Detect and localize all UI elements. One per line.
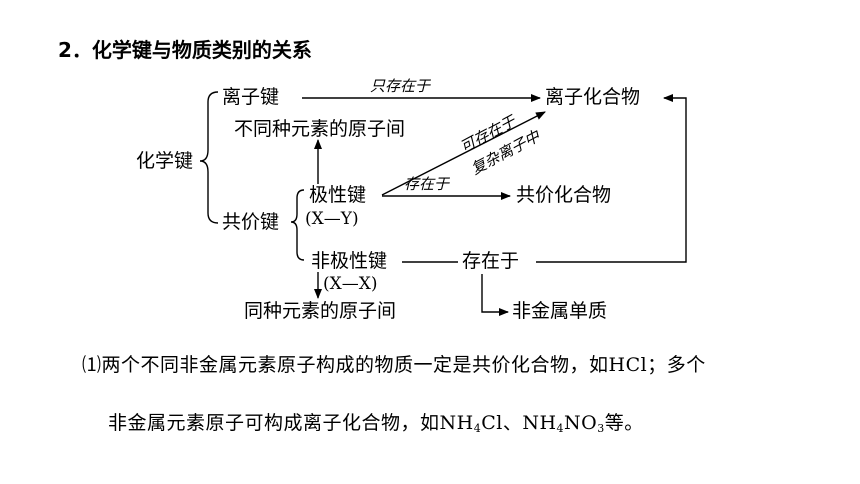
node-ionic-bond: 离子键 bbox=[222, 86, 280, 108]
node-chem-bond: 化学键 bbox=[136, 150, 194, 172]
paragraph-text-2c: NO bbox=[564, 412, 598, 434]
subscript-3: 3 bbox=[597, 422, 605, 435]
item-marker: ⑴ bbox=[82, 354, 102, 376]
paragraph-line-2: 非金属元素原子可构成离子化合物，如NH4Cl、NH4NO3等。 bbox=[108, 412, 644, 435]
node-ionic-compound: 离子化合物 bbox=[545, 86, 641, 108]
node-nonmetal-element: 非金属单质 bbox=[512, 300, 608, 322]
paragraph-text-2b: Cl、NH bbox=[481, 412, 557, 434]
subscript-2: 4 bbox=[556, 422, 565, 435]
arrow-exists-to-nonmetal bbox=[481, 274, 509, 316]
subscript-1: 4 bbox=[473, 422, 482, 435]
node-polar-formula: (X—Y) bbox=[305, 209, 359, 229]
paragraph-text-1: 两个不同非金属元素原子构成的物质一定是共价化合物，如HCl；多个 bbox=[101, 354, 706, 376]
arrow-polar-to-ionic-compound bbox=[381, 111, 546, 196]
node-polar-bond: 极性键 bbox=[309, 184, 367, 206]
node-nonpolar-formula: (X—X) bbox=[323, 274, 378, 294]
node-same-elem-atoms: 同种元素的原子间 bbox=[244, 300, 397, 322]
node-covalent-compound: 共价化合物 bbox=[516, 184, 612, 206]
arrow-exists-to-ionic-compound bbox=[536, 94, 687, 263]
paragraph-text-2d: 等。 bbox=[604, 412, 644, 434]
node-covalent-bond: 共价键 bbox=[222, 211, 280, 233]
node-exists-in: 存在于 bbox=[462, 250, 520, 272]
section-heading: 2．化学键与物质类别的关系 bbox=[58, 38, 312, 62]
node-nonpolar-bond: 非极性键 bbox=[311, 250, 388, 272]
covalent-brace bbox=[290, 189, 305, 261]
paragraph-text-2a: 非金属元素原子可构成离子化合物，如NH bbox=[108, 412, 474, 434]
chem-bond-brace bbox=[199, 91, 219, 224]
node-diff-elem-atoms: 不同种元素的原子间 bbox=[234, 118, 406, 140]
paragraph-line-1: ⑴两个不同非金属元素原子构成的物质一定是共价化合物，如HCl；多个 bbox=[82, 356, 706, 375]
label-exists-in: 存在于 bbox=[404, 175, 450, 193]
label-only-exists-in: 只存在于 bbox=[370, 77, 431, 95]
